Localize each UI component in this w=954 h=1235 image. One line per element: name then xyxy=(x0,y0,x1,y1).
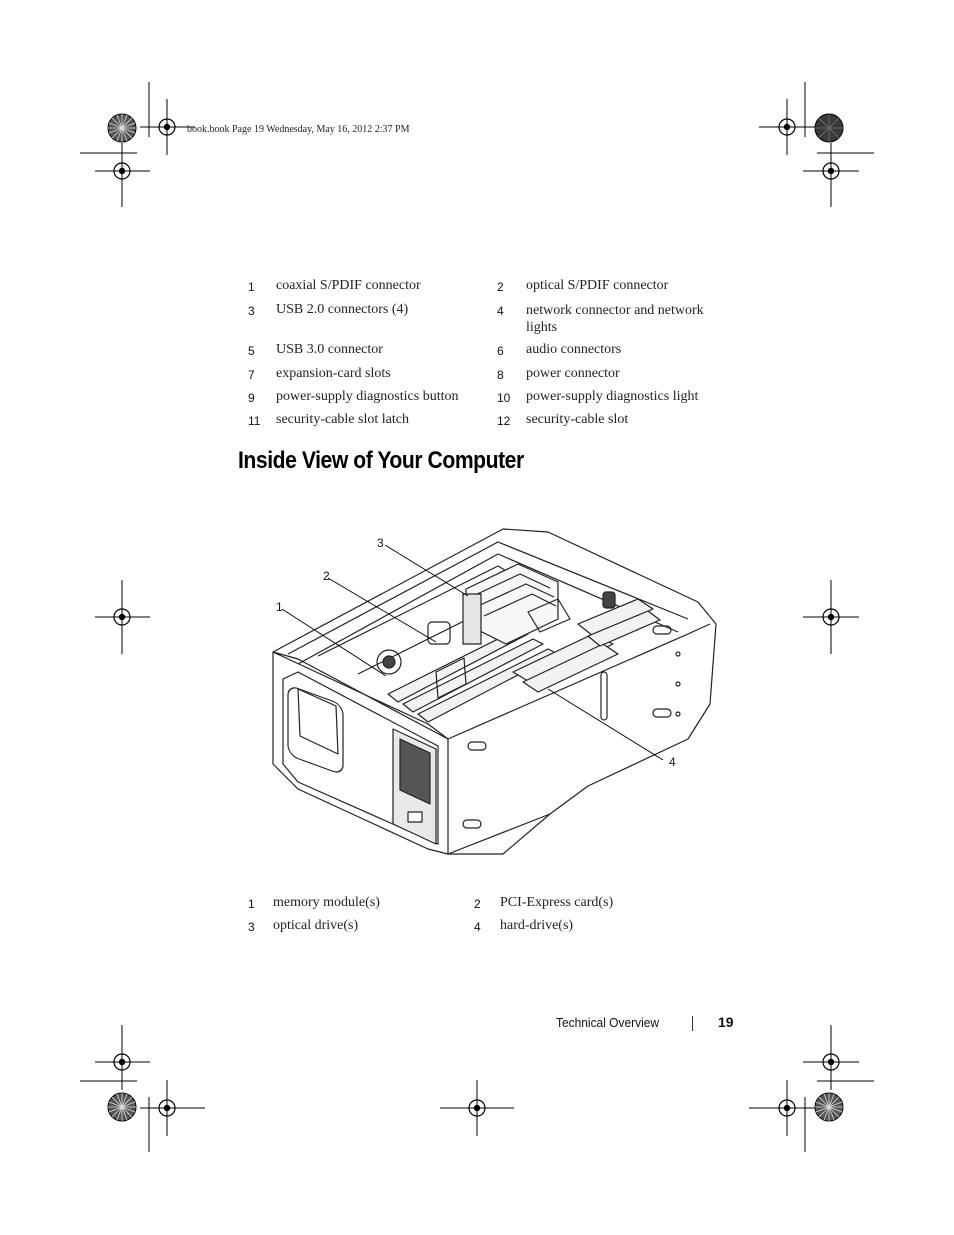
legend-number: 3 xyxy=(248,304,255,318)
print-slug: book.book Page 19 Wednesday, May 16, 201… xyxy=(187,124,410,135)
legend-number: 5 xyxy=(248,344,255,358)
legend-number: 12 xyxy=(497,414,511,428)
callout-2: 2 xyxy=(323,569,330,583)
legend-number: 6 xyxy=(497,344,504,358)
legend-number: 3 xyxy=(248,920,255,934)
callout-leader-4 xyxy=(547,688,664,761)
legend-label: power connector xyxy=(526,366,620,381)
callout-4: 4 xyxy=(669,755,676,769)
legend-number: 8 xyxy=(497,368,504,382)
callout-leader-3 xyxy=(384,544,469,597)
legend-number: 7 xyxy=(248,368,255,382)
legend-number: 2 xyxy=(497,280,504,294)
legend-number: 2 xyxy=(474,897,481,911)
legend-number: 4 xyxy=(497,304,504,318)
computer-interior-illustration xyxy=(272,528,717,855)
legend-label: audio connectors xyxy=(526,342,622,357)
legend-label: security-cable slot latch xyxy=(276,412,409,427)
legend-label: expansion-card slots xyxy=(276,366,391,381)
section-heading: Inside View of Your Computer xyxy=(238,447,524,474)
legend-label: USB 3.0 connector xyxy=(276,342,383,357)
callout-leader-1 xyxy=(281,608,387,677)
callout-leader-2 xyxy=(327,577,437,643)
legend-label: power-supply diagnostics button xyxy=(276,389,459,404)
callout-3: 3 xyxy=(377,536,384,550)
legend-label: coaxial S/PDIF connector xyxy=(276,278,421,293)
legend-label: hard-drive(s) xyxy=(500,918,574,933)
legend-number: 1 xyxy=(248,280,255,294)
legend-label: power-supply diagnostics light xyxy=(526,389,699,404)
legend-label: memory module(s) xyxy=(273,895,380,910)
legend-label: optical drive(s) xyxy=(273,918,359,933)
legend-label: USB 2.0 connectors (4) xyxy=(276,302,409,317)
legend-number: 9 xyxy=(248,391,255,405)
legend-number: 11 xyxy=(248,414,261,428)
footer-section-title: Technical Overview xyxy=(556,1015,660,1030)
legend-label: network connector and network lights xyxy=(526,303,704,335)
callout-1: 1 xyxy=(276,600,283,614)
legend-label: optical S/PDIF connector xyxy=(526,278,669,293)
legend-label: PCI-Express card(s) xyxy=(500,895,614,910)
footer-divider xyxy=(692,1016,693,1031)
legend-label: security-cable slot xyxy=(526,412,629,427)
page-number: 19 xyxy=(718,1014,734,1030)
legend-number: 10 xyxy=(497,391,511,405)
legend-number: 1 xyxy=(248,897,255,911)
legend-number: 4 xyxy=(474,920,481,934)
